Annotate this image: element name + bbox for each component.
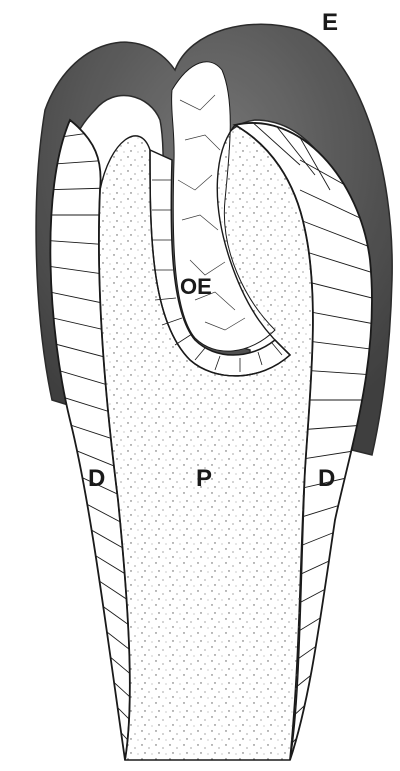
label-enamel: E [322,9,338,36]
label-dentin-right: D [318,465,335,492]
label-odontoblast: OE [180,274,212,299]
label-pulp: P [196,465,212,492]
label-dentin-left: D [88,465,105,492]
